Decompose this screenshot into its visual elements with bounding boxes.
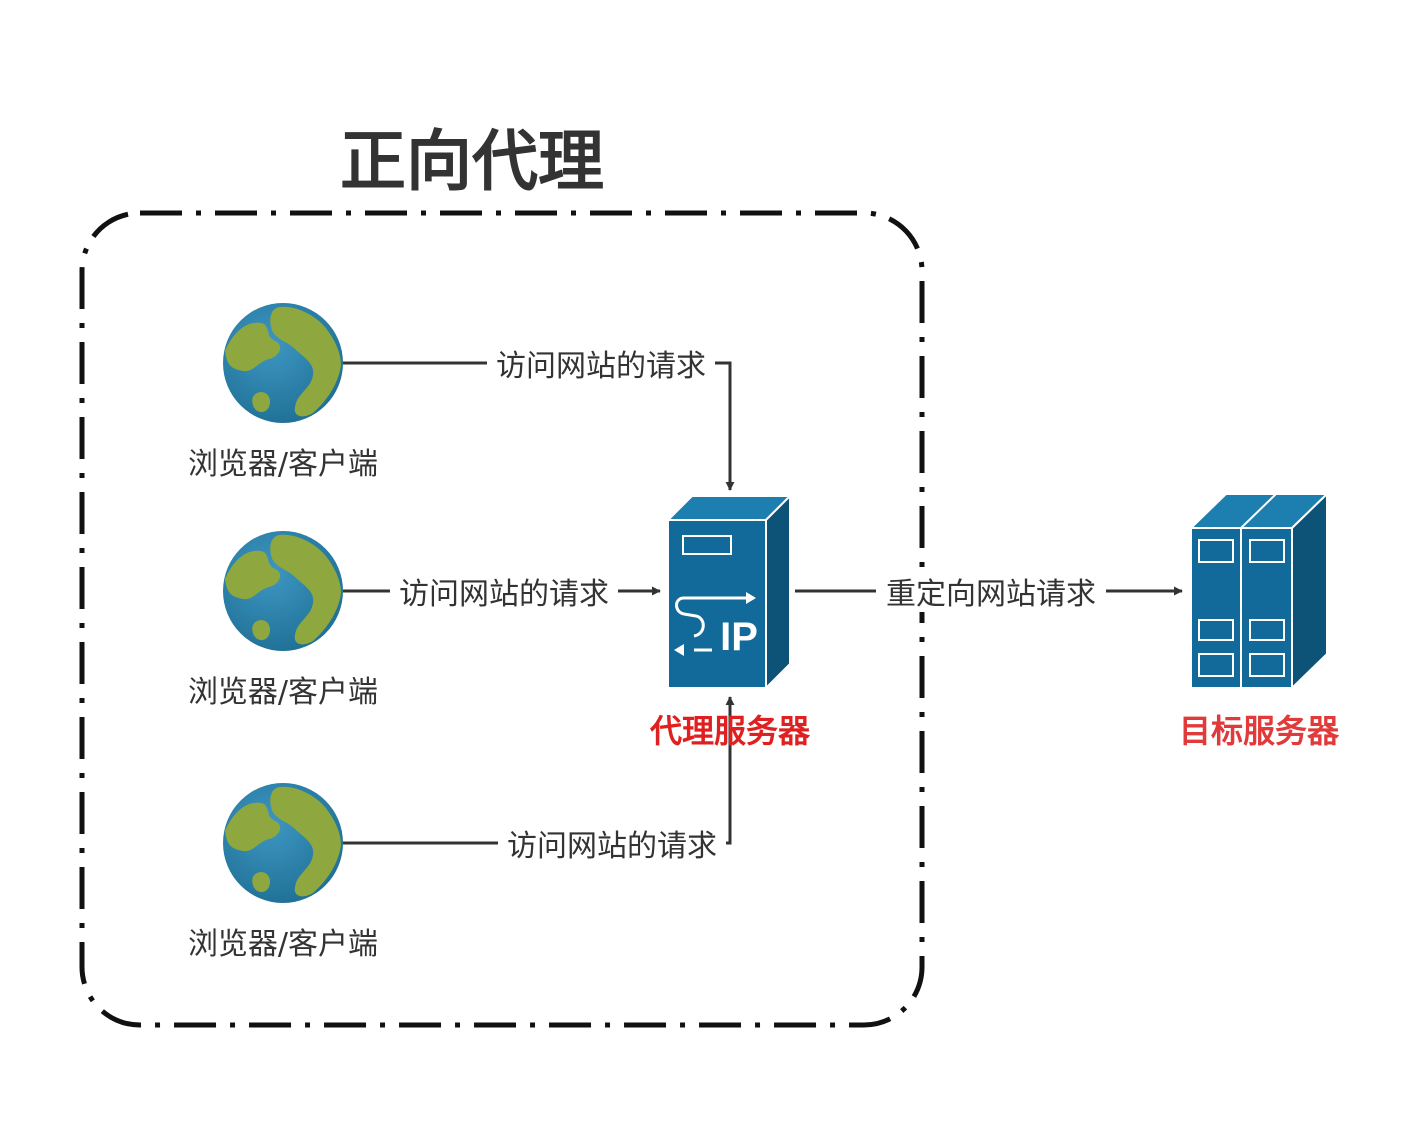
sip-icon-text: IP <box>720 615 758 659</box>
forward-request-label: 重定向网站请求 <box>886 577 1096 612</box>
client-label: 浏览器/客户端 <box>188 927 378 962</box>
request-label-bottom: 访问网站的请求 <box>507 829 717 864</box>
client-label: 浏览器/客户端 <box>188 675 378 710</box>
request-label-middle: 访问网站的请求 <box>399 577 609 612</box>
target-server-label: 目标服务器 <box>1179 712 1340 750</box>
proxy-boundary-box <box>79 210 925 1028</box>
client-globe-icon <box>223 783 343 903</box>
request-edge-bottom <box>343 696 735 845</box>
client-globe-icon <box>223 303 343 423</box>
edge-label-bg <box>498 824 726 864</box>
edge-label-bg <box>487 344 715 384</box>
edge-label-bg <box>876 572 1106 612</box>
server-rack-icon <box>1188 491 1330 691</box>
request-label-top: 访问网站的请求 <box>496 349 706 384</box>
client-label: 浏览器/客户端 <box>188 447 378 482</box>
sip-proxy-server-icon: IP <box>665 493 793 691</box>
request-edge-top <box>343 361 735 491</box>
diagram-title: 正向代理 <box>340 123 604 200</box>
proxy-server-label: 代理服务器 <box>649 712 811 750</box>
edge-label-bg <box>390 572 618 612</box>
client-globe-icon <box>223 531 343 651</box>
